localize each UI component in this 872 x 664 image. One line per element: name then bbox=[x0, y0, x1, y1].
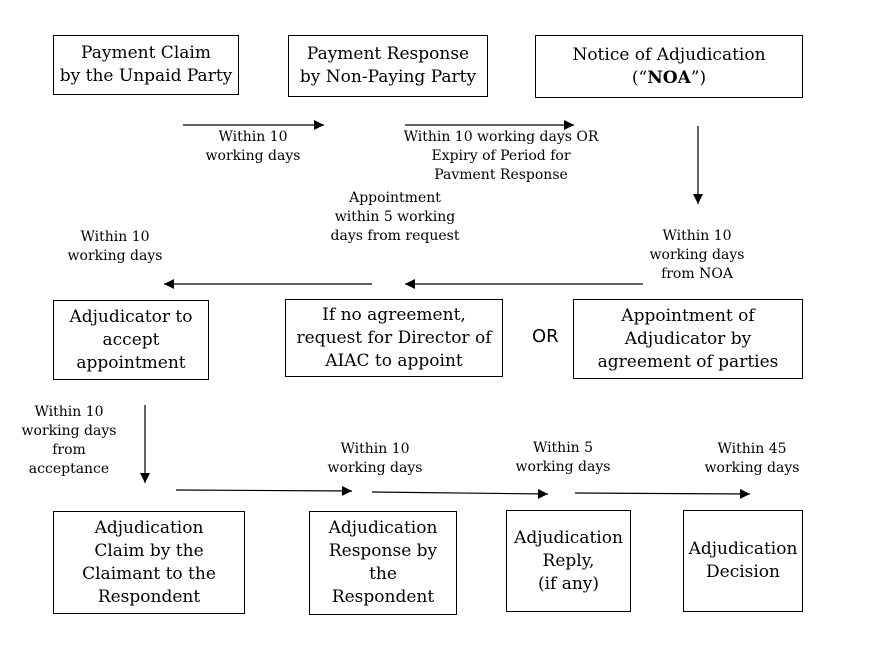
adjudication-decision-text: Adjudication Decision bbox=[688, 539, 798, 582]
payment-response-box: Payment Response by Non-Paying Party bbox=[288, 35, 488, 97]
appointment-agreement-text: Appointment of Adjudicator by agreement … bbox=[597, 305, 779, 372]
label-from-acceptance: Within 10 working days from acceptance bbox=[21, 404, 117, 477]
adjudication-response-text: Adjudication Response by the Respondent bbox=[328, 518, 438, 607]
adjudication-reply-text: Adjudication Reply, (if any) bbox=[514, 527, 623, 594]
label-to-adjudicator-accept: Within 10 working days bbox=[67, 229, 163, 264]
noa-abbrev: (“NOA”) bbox=[631, 67, 707, 88]
label-claim-to-adj-response: Within 10 working days bbox=[327, 441, 423, 476]
or-label: OR bbox=[532, 326, 559, 347]
notice-of-adjudication-box: Notice of Adjudication (“NOA”) bbox=[535, 35, 803, 98]
adjudication-response-box: Adjudication Response by the Respondent bbox=[309, 511, 457, 615]
payment-claim-box: Payment Claim by the Unpaid Party bbox=[53, 35, 239, 95]
payment-response-text: Payment Response by Non-Paying Party bbox=[299, 44, 477, 87]
label-response-to-noa: Within 10 working days OR Expiry of Peri… bbox=[403, 129, 599, 183]
adjudicator-accept-text: Adjudicator to accept appointment bbox=[69, 306, 193, 373]
noa-title: Notice of Adjudication bbox=[572, 44, 766, 65]
noa-text: Notice of Adjudication (“NOA”) bbox=[572, 44, 765, 90]
no-agreement-text: If no agreement, request for Director of… bbox=[296, 304, 492, 371]
adjudication-claim-text: Adjudication Claim by the Claimant to th… bbox=[82, 517, 216, 607]
label-noa-to-appointment: Within 10 working days from NOA bbox=[649, 228, 745, 282]
no-agreement-box: If no agreement, request for Director of… bbox=[285, 299, 503, 377]
arrow-to-reply bbox=[371, 488, 549, 499]
adjudication-claim-box: Adjudication Claim by the Claimant to th… bbox=[53, 511, 245, 614]
noa-bold: NOA bbox=[647, 67, 691, 88]
label-to-reply: Within 5 working days bbox=[515, 440, 611, 475]
arrow-to-decision bbox=[574, 488, 751, 499]
appointment-agreement-box: Appointment of Adjudicator by agreement … bbox=[573, 299, 803, 379]
label-to-decision: Within 45 working days bbox=[704, 441, 800, 476]
adjudication-decision-box: Adjudication Decision bbox=[683, 510, 803, 612]
adjudication-reply-box: Adjudication Reply, (if any) bbox=[506, 510, 631, 612]
label-claim-to-response: Within 10 working days bbox=[205, 129, 301, 164]
adjudicator-accept-box: Adjudicator to accept appointment bbox=[53, 300, 209, 380]
payment-claim-text: Payment Claim by the Unpaid Party bbox=[59, 43, 233, 86]
arrow-to-adj-response bbox=[175, 485, 353, 496]
label-appointment-request: Appointment within 5 working days from r… bbox=[330, 190, 460, 244]
